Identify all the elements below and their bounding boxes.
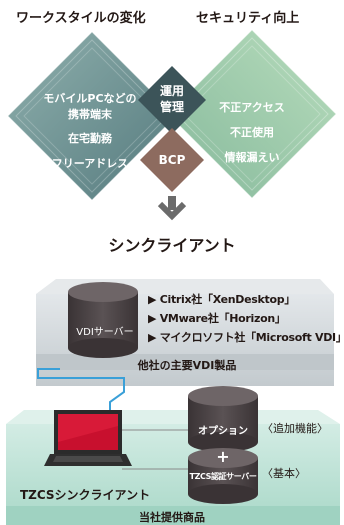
right-item-leak: 情報漏えい: [224, 151, 280, 164]
triangle-right-icon: ▶: [148, 312, 157, 325]
triangle-right-icon: ▶: [148, 331, 157, 344]
option-label: オプション: [198, 426, 248, 437]
triangle-right-icon: ▶: [148, 293, 157, 306]
center-bcp-label: BCP: [158, 153, 186, 167]
client-connectors: [122, 429, 188, 470]
other-product-item-3: ▶ マイクロソフト社「Microsoft VDI」: [148, 329, 344, 345]
result-label: シンクライアント: [108, 236, 236, 255]
vdi-server-cylinder: [68, 282, 138, 358]
auth-server-cylinder: [188, 448, 258, 504]
right-heading: セキュリティ向上: [196, 11, 300, 26]
right-diamond: [167, 29, 337, 199]
laptop-icon: [44, 410, 132, 466]
left-diamond: [7, 31, 177, 201]
other-product-item-1: ▶ Citrix社「XenDesktop」: [148, 291, 295, 307]
left-item-mobile: モバイルPCなどの: [43, 92, 137, 105]
arrow-down-icon: [157, 196, 187, 221]
option-cylinder: [188, 386, 258, 452]
right-item-access: 不正アクセス: [219, 101, 285, 114]
center-management-diamond: [138, 66, 206, 134]
left-item-mobile-2: 携帯端末: [68, 108, 112, 121]
plus-icon: +: [216, 447, 230, 466]
left-heading: ワークスタイルの変化: [16, 11, 146, 26]
center-management-line2: 管理: [159, 100, 184, 114]
center-bcp-diamond: [140, 128, 204, 192]
our-products-caption: 当社提供商品: [139, 511, 205, 524]
client-label: TZCSシンクライアント: [20, 488, 151, 502]
left-item-telework: 在宅勤務: [68, 132, 112, 145]
other-product-item-3-text: マイクロソフト社「Microsoft VDI」: [159, 331, 344, 344]
concept-diagram: [7, 29, 337, 221]
auth-server-label: TZCS認証サーバー: [189, 472, 257, 481]
center-management-line1: 運用: [159, 84, 184, 98]
products-diagram: [6, 279, 340, 525]
other-products-caption: 他社の主要VDI製品: [137, 359, 237, 372]
other-product-item-2: ▶ VMware社「Horizon」: [148, 310, 286, 326]
right-item-use: 不正使用: [230, 126, 274, 139]
basic-note: 〈基本〉: [262, 467, 306, 480]
option-note: 〈追加機能〉: [262, 422, 328, 435]
vdi-server-label: VDIサーバー: [76, 327, 134, 338]
other-product-item-1-text: Citrix社「XenDesktop」: [159, 293, 296, 306]
left-item-free-address: フリーアドレス: [51, 157, 129, 170]
other-product-item-2-text: VMware社「Horizon」: [159, 312, 286, 325]
